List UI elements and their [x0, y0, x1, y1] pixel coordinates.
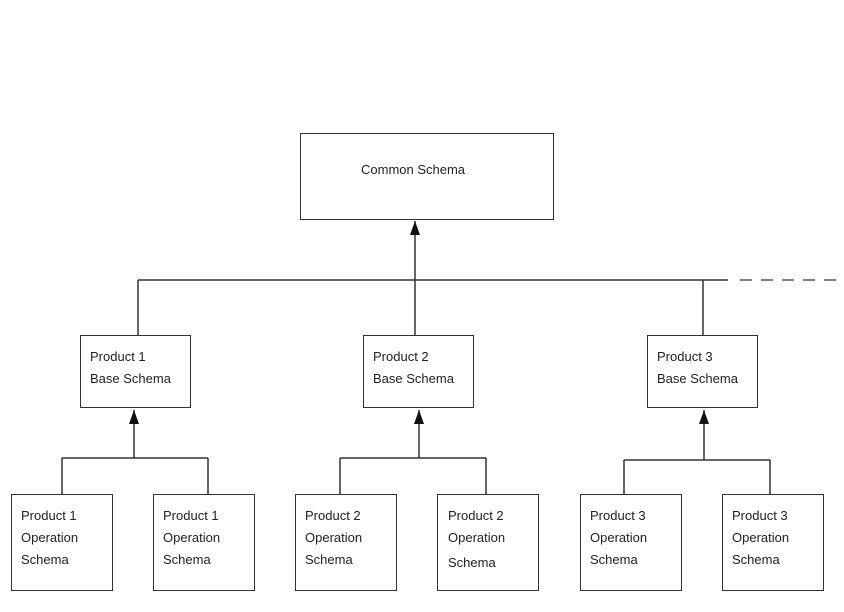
op-label-line2: Operation — [590, 530, 648, 545]
op-label-line3: Schema — [590, 552, 638, 567]
op-label-line1: Product 2 — [448, 508, 504, 523]
base-label-line1: Product 2 — [373, 349, 429, 364]
op-label-line2: Operation — [163, 530, 221, 545]
op-label-line1: Product 2 — [305, 508, 361, 523]
base-label-line1: Product 3 — [657, 349, 713, 364]
op-label-line2: Operation — [21, 530, 79, 545]
base-label-line2: Base Schema — [657, 371, 738, 386]
op-label-line3: Schema — [448, 555, 496, 570]
common-schema-label: Common Schema — [361, 162, 466, 177]
product-2-operation-schema-box: Product 2 Operation Schema — [437, 494, 539, 591]
product-3-operation-schema-box: Product 3 Operation Schema — [722, 494, 824, 591]
op-label-line3: Schema — [163, 552, 211, 567]
op-label-line1: Product 1 — [163, 508, 219, 523]
op-label-line3: Schema — [305, 552, 353, 567]
product-1-operation-schema-box: Product 1 Operation Schema — [11, 494, 113, 591]
common-schema-box: Common Schema — [300, 133, 554, 220]
product-2-base-schema-box: Product 2 Base Schema — [363, 335, 474, 408]
op-label-line2: Operation — [305, 530, 363, 545]
op-label-line1: Product 1 — [21, 508, 77, 523]
product-1-operation-schema-box: Product 1 Operation Schema — [153, 494, 255, 591]
op-label-line2: Operation — [448, 530, 506, 545]
product-3-operation-schema-box: Product 3 Operation Schema — [580, 494, 682, 591]
product-3-base-schema-box: Product 3 Base Schema — [647, 335, 758, 408]
base-label-line2: Base Schema — [373, 371, 454, 386]
op-label-line3: Schema — [21, 552, 69, 567]
op-label-line1: Product 3 — [732, 508, 788, 523]
op-label-line2: Operation — [732, 530, 790, 545]
base-label-line1: Product 1 — [90, 349, 146, 364]
op-label-line1: Product 3 — [590, 508, 646, 523]
product-2-operation-schema-box: Product 2 Operation Schema — [295, 494, 397, 591]
product-1-base-schema-box: Product 1 Base Schema — [80, 335, 191, 408]
base-label-line2: Base Schema — [90, 371, 171, 386]
op-label-line3: Schema — [732, 552, 780, 567]
